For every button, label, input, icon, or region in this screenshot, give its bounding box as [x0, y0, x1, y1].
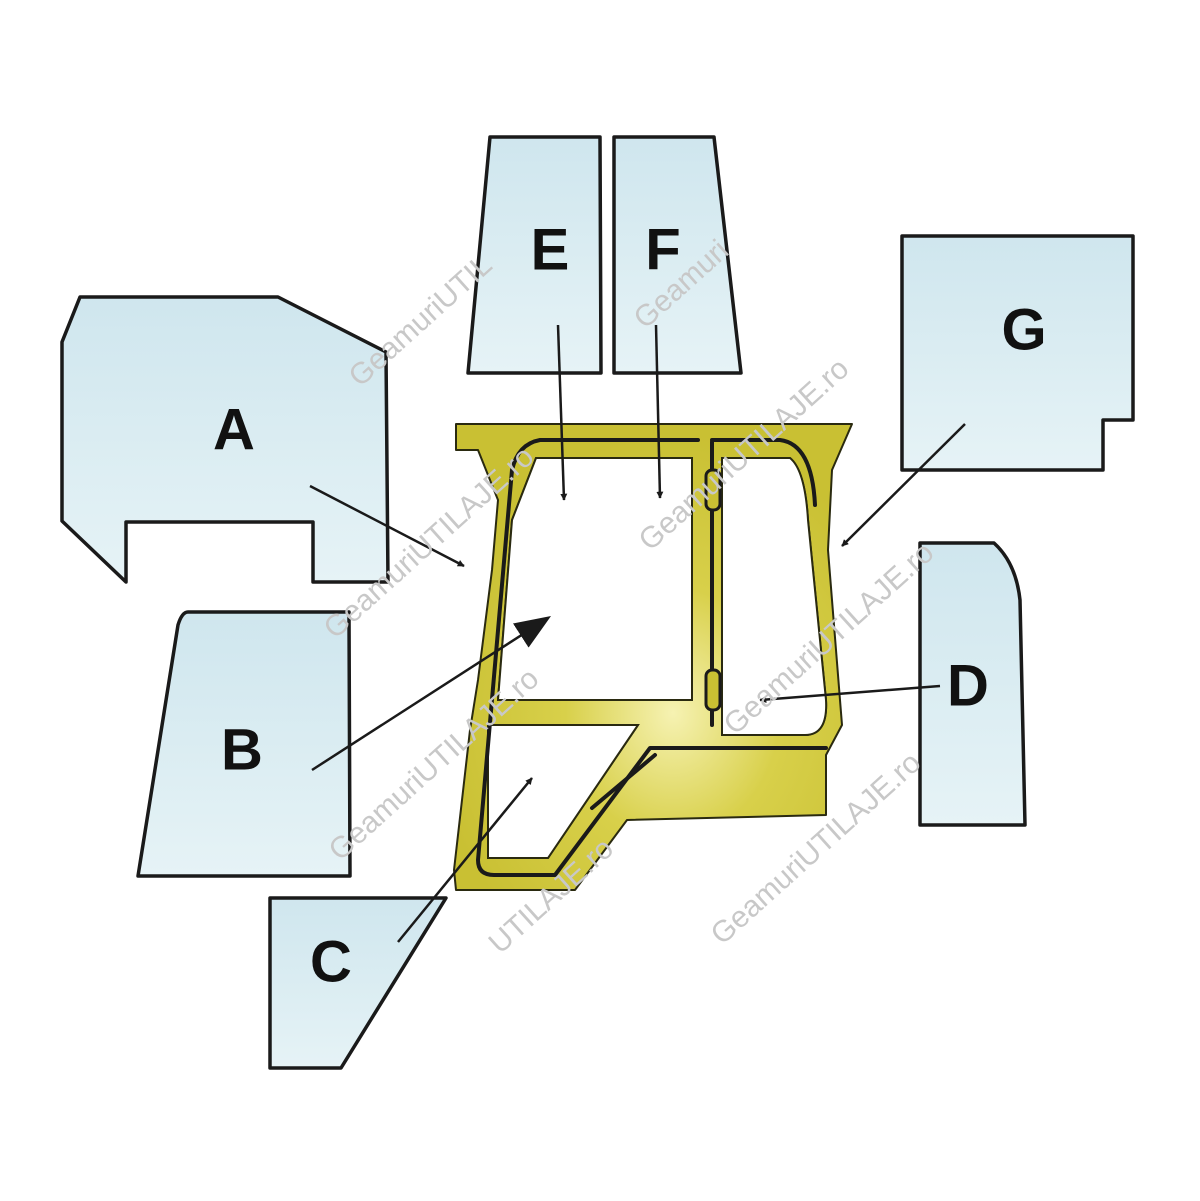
label-c: C: [310, 930, 352, 995]
cab-window-upper: [496, 457, 693, 701]
cab-seal-outer: [476, 438, 828, 877]
cab-seal-door-top: [710, 438, 817, 507]
label-e: E: [531, 218, 570, 283]
label-g: G: [1001, 298, 1046, 363]
cab-window-lower: [487, 724, 640, 859]
pointer-a: [309, 484, 465, 568]
label-a: A: [213, 398, 255, 463]
glass-panel-f[interactable]: [612, 135, 743, 375]
pointer-f: [654, 324, 664, 499]
glass-panel-b[interactable]: [136, 610, 352, 878]
pointer-b: [311, 616, 552, 772]
pointer-e: [556, 324, 568, 501]
pointer-c: [397, 777, 533, 943]
glass-panel-c[interactable]: [268, 896, 448, 1070]
label-b: B: [221, 718, 263, 783]
cab-hinge-upper: [704, 468, 722, 512]
label-f: F: [645, 218, 680, 283]
glass-panel-g[interactable]: [900, 234, 1135, 472]
cab-seal-lower-step: [590, 753, 657, 810]
glass-panel-e[interactable]: [466, 135, 603, 375]
label-d: D: [947, 654, 989, 719]
pointer-d: [759, 684, 941, 704]
cab-hinge-lower: [704, 668, 722, 712]
pointer-g: [841, 423, 966, 547]
glass-panel-a[interactable]: [60, 295, 390, 584]
glass-panel-d[interactable]: [918, 541, 1027, 827]
cab-window-door: [721, 457, 828, 736]
